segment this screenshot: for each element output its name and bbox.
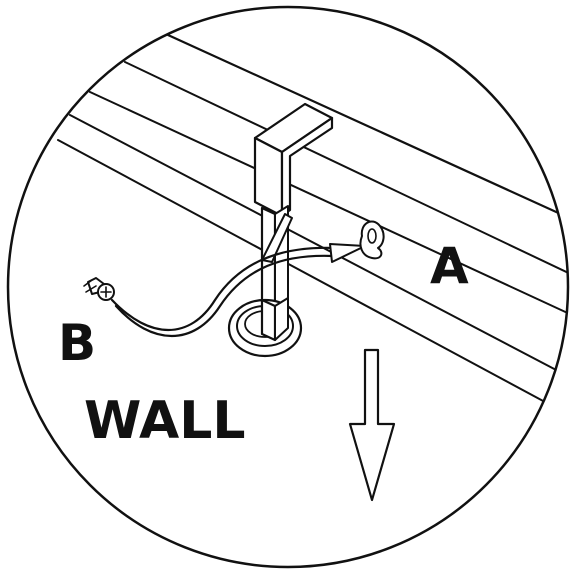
mounting-hole (227, 297, 303, 358)
label-point-b: B (58, 314, 96, 372)
eyelet-icon (359, 220, 385, 260)
label-point-a: A (430, 237, 469, 295)
screw-icon (83, 277, 115, 301)
label-wall: WALL (84, 391, 246, 451)
furniture-rail (57, 33, 568, 403)
arrow-down-icon (348, 348, 396, 502)
anchor-bracket (253, 102, 334, 342)
safety-cable (110, 243, 366, 338)
